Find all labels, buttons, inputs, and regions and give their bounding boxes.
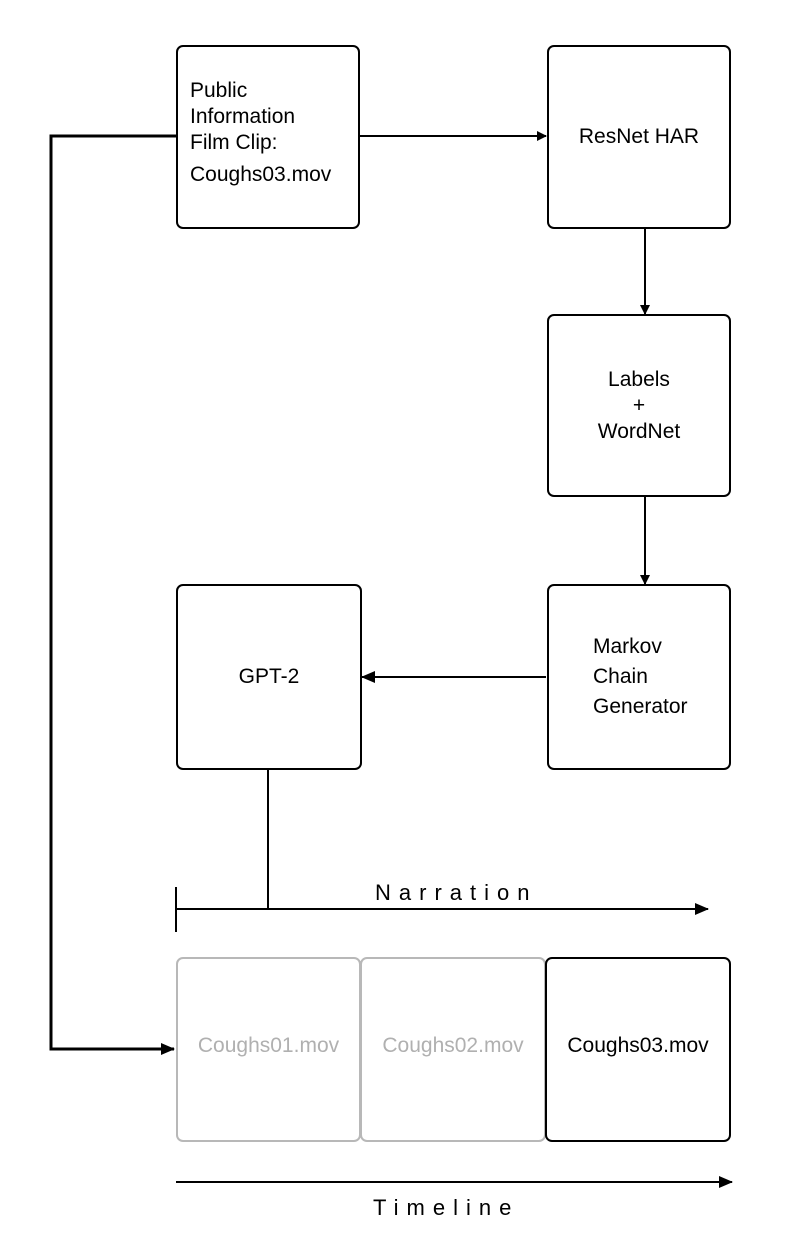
labels-wordnet-line-2: + (632, 393, 646, 417)
source-clip-line-3: Film Clip: (190, 131, 278, 154)
source-clip-line-1: Public (190, 79, 248, 102)
labels-wordnet-node: Labels + WordNet (547, 314, 731, 497)
clip-coughs01-label: Coughs01.mov (197, 1033, 340, 1057)
clip-coughs01: Coughs01.mov (176, 957, 361, 1142)
gpt2-node: GPT-2 (176, 584, 362, 770)
timeline-label: Timeline (373, 1195, 520, 1220)
narration-label: Narration (375, 880, 538, 905)
clip-coughs03: Coughs03.mov (545, 957, 731, 1142)
source-clip-filename: Coughs03.mov (190, 163, 332, 186)
markov-line-1: Markov (593, 635, 662, 658)
labels-wordnet-line-1: Labels (608, 367, 670, 391)
markov-line-3: Generator (593, 695, 688, 718)
clip-coughs02: Coughs02.mov (360, 957, 546, 1142)
gpt2-label: GPT-2 (238, 665, 300, 688)
edge-source-to-clip01 (49, 134, 176, 1055)
resnet-har-node: ResNet HAR (547, 45, 731, 229)
source-clip-node: Public Information Film Clip: Coughs03.m… (176, 45, 360, 229)
source-clip-line-2: Information (190, 105, 296, 128)
clip-coughs03-label: Coughs03.mov (567, 1033, 709, 1057)
resnet-har-label: ResNet HAR (578, 125, 700, 148)
markov-line-2: Chain (593, 665, 648, 688)
clip-coughs02-label: Coughs02.mov (382, 1033, 524, 1057)
markov-chain-generator-node: Markov Chain Generator (547, 584, 731, 770)
labels-wordnet-line-3: WordNet (597, 419, 681, 443)
